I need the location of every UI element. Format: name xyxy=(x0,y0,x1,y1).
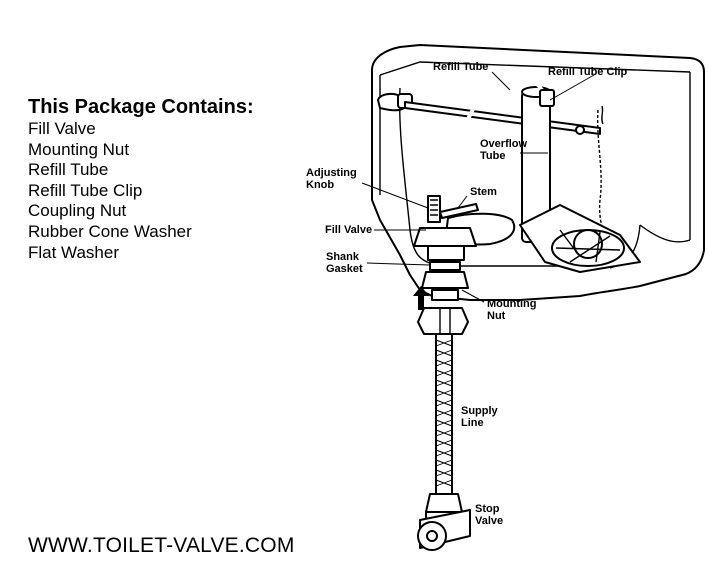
list-item: Coupling Nut xyxy=(28,201,127,221)
refill-tube-label: Refill Tube xyxy=(433,61,488,73)
mounting-nut-label: Mounting xyxy=(487,298,536,310)
list-item: Refill Tube xyxy=(28,160,109,180)
stop-valve-label: Stop xyxy=(475,503,500,515)
refill-tube xyxy=(450,76,546,201)
stop-valve xyxy=(417,493,471,551)
list-item: Refill Tube Clip xyxy=(28,180,143,200)
supply-line xyxy=(435,333,453,495)
stop-valve-label: Valve xyxy=(475,515,503,527)
fill-valve xyxy=(413,195,516,301)
list-item: Flat Washer xyxy=(28,242,120,262)
list-item: Rubber Cone Washer xyxy=(28,221,192,241)
supply-line-label: Line xyxy=(461,417,484,429)
up-arrow-icon xyxy=(413,286,429,310)
flush-valve xyxy=(519,204,641,273)
list-item: Fill Valve xyxy=(28,119,96,138)
shank-gasket-label: Gasket xyxy=(326,263,363,275)
package-contents-heading: This Package Contains: xyxy=(28,96,254,118)
overflow-tube-label: Overflow xyxy=(480,138,528,150)
list-item: Mounting Nut xyxy=(28,139,130,159)
coupling-nut xyxy=(417,307,469,335)
website-url: WWW.TOILET-VALVE.COM xyxy=(28,534,295,557)
mounting-nut-label: Nut xyxy=(487,310,506,322)
shank-gasket-label: Shank xyxy=(326,251,360,263)
package-contents-list: Fill Valve Mounting Nut Refill Tube Refi… xyxy=(28,119,254,263)
supply-line-label: Supply xyxy=(461,405,499,417)
leader-lines xyxy=(361,71,595,303)
fill-valve-label: Fill Valve xyxy=(325,224,372,236)
refill-tube-clip-label: Refill Tube Clip xyxy=(548,66,628,78)
refill-tube-clip xyxy=(539,89,555,107)
package-contents: This Package Contains: Fill Valve Mounti… xyxy=(28,96,254,263)
adjusting-knob-label: Adjusting xyxy=(306,167,357,179)
overflow-tube-label: Tube xyxy=(480,150,505,162)
stem-label: Stem xyxy=(470,186,497,198)
adjusting-knob-label: Knob xyxy=(306,179,334,191)
